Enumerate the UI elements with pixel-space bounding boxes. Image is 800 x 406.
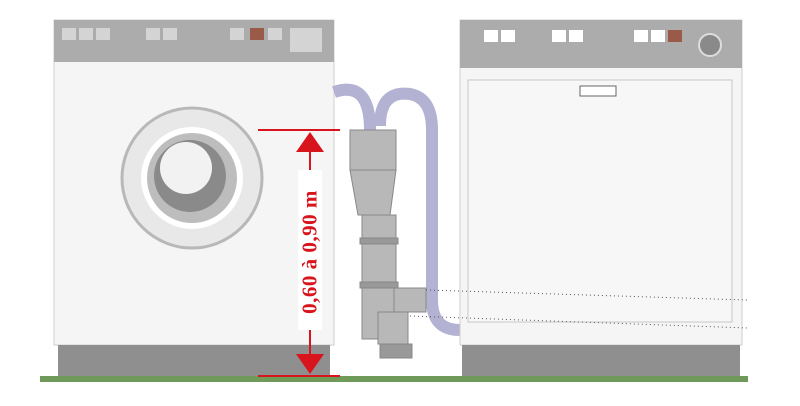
arrow-down-icon [296,354,324,374]
door [467,79,733,323]
level-lines [409,289,749,329]
control-panel [460,20,742,68]
plinth [462,345,740,376]
plinth [58,345,330,376]
drain-hoses [332,83,461,336]
washing-machine [53,19,335,376]
control-panel [54,20,334,62]
arrow-up-icon [296,132,324,152]
drain-pipe [349,129,427,359]
handle [579,85,617,97]
dishwasher [459,19,743,376]
floor [40,376,748,382]
height-label: 0,60 à 0,90 m [297,190,322,314]
